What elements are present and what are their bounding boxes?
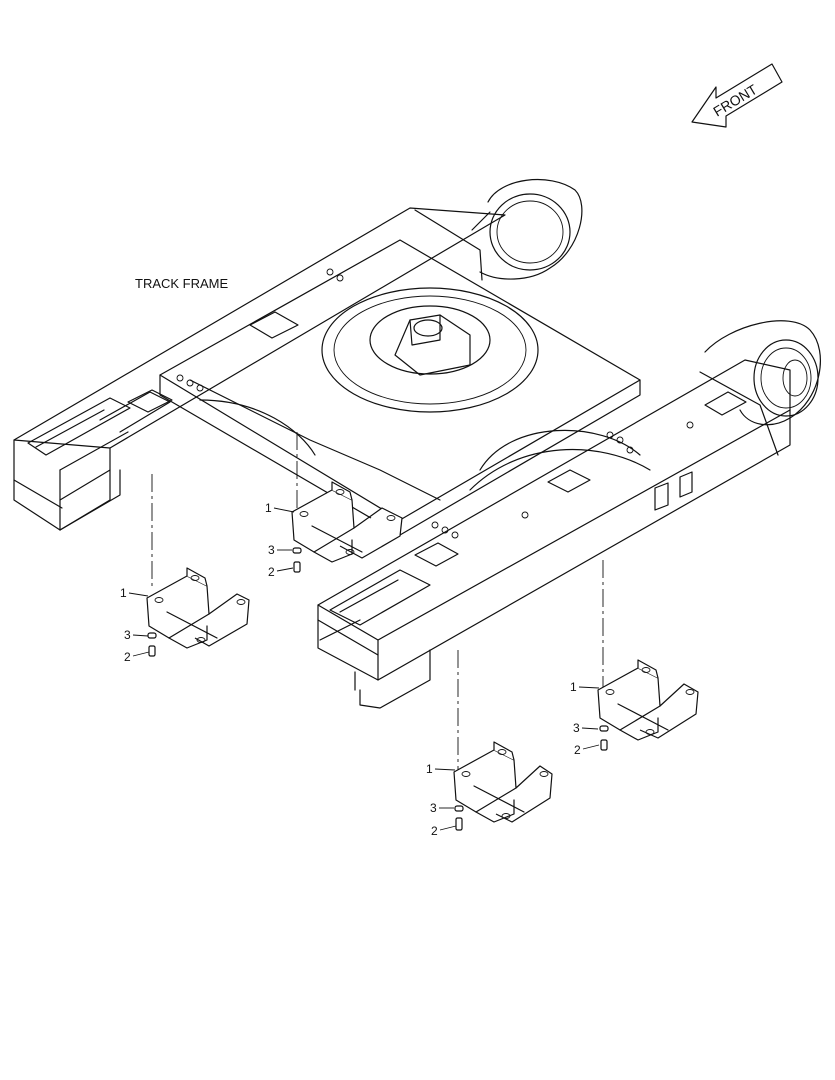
callout-1-guard-c: 1 xyxy=(570,680,577,694)
track-guard-a xyxy=(291,481,403,573)
front-arrow: FRONT xyxy=(691,63,783,128)
track-guard-b xyxy=(146,567,250,657)
callout-2-guard-c: 2 xyxy=(574,743,581,757)
diagram-title: TRACK FRAME xyxy=(135,276,229,291)
track-guard-c xyxy=(597,659,699,751)
track-guard-d xyxy=(453,741,553,831)
callout-3-guard-b: 3 xyxy=(124,628,131,642)
callout-1-guard-b: 1 xyxy=(120,586,127,600)
frame-bolts xyxy=(176,268,694,539)
arrow-left-icon xyxy=(691,63,783,128)
callout-2-guard-d: 2 xyxy=(431,824,438,838)
callout-3-guard-a: 3 xyxy=(268,543,275,557)
track-frame xyxy=(13,178,821,709)
callout-3-guard-d: 3 xyxy=(430,801,437,815)
callout-2-guard-b: 2 xyxy=(124,650,131,664)
callout-1-guard-d: 1 xyxy=(426,762,433,776)
callout-2-guard-a: 2 xyxy=(268,565,275,579)
callout-1-guard-a: 1 xyxy=(265,501,272,515)
callout-3-guard-c: 3 xyxy=(573,721,580,735)
